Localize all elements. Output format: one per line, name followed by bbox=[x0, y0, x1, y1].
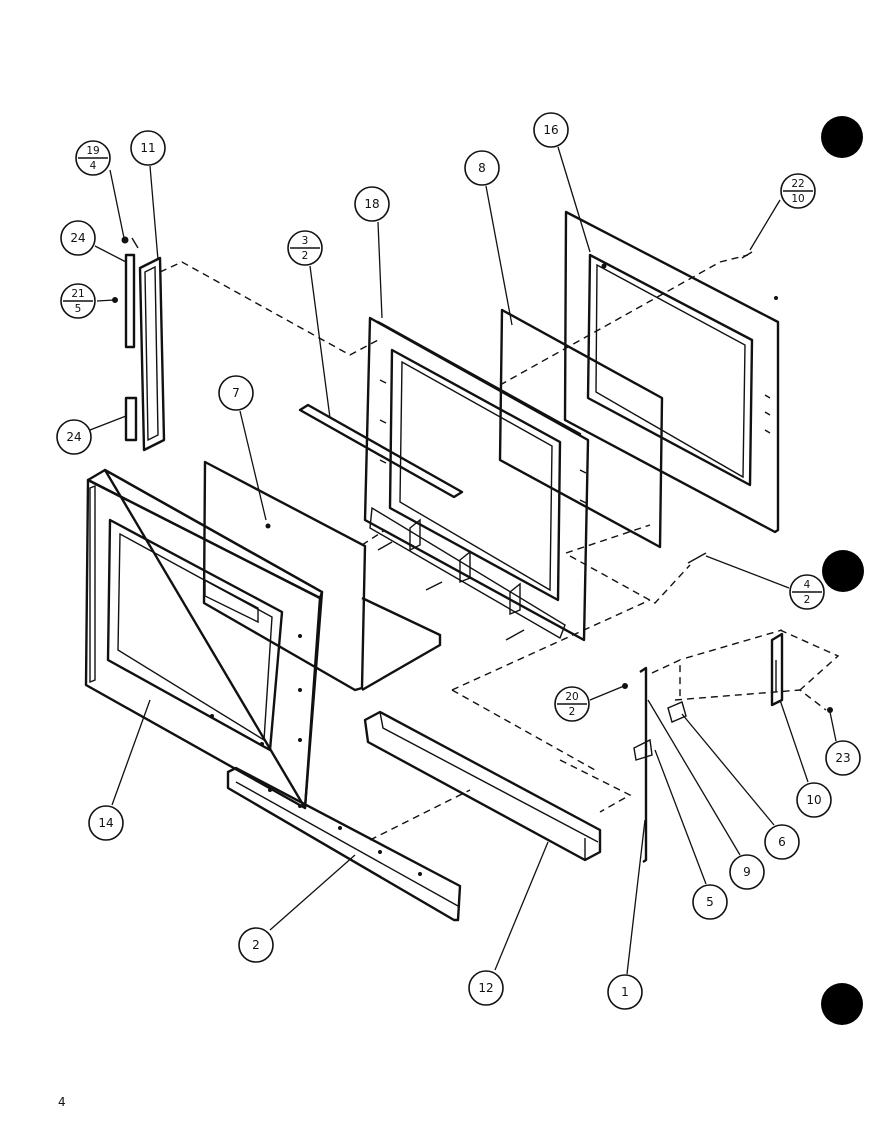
callout-circle bbox=[354, 186, 390, 222]
callout-6: 6 bbox=[764, 824, 800, 860]
fraction-bottom: 2 bbox=[302, 250, 309, 262]
front-door-frame bbox=[84, 468, 324, 810]
callout-18: 18 bbox=[354, 186, 390, 222]
callout-label: 23 bbox=[835, 751, 850, 765]
callout-label: 2 bbox=[252, 938, 260, 952]
callout-24: 24 bbox=[56, 419, 92, 455]
callout-circle bbox=[607, 974, 643, 1010]
callout-label: 1 bbox=[621, 985, 629, 999]
callout-label: 11 bbox=[140, 141, 155, 155]
callout-label: 24 bbox=[70, 231, 85, 245]
callout-1: 1 bbox=[607, 974, 643, 1010]
punch-hole-bottom bbox=[821, 983, 863, 1025]
callout-circle bbox=[464, 150, 500, 186]
callout-circle bbox=[56, 419, 92, 455]
callout-label: 10 bbox=[806, 793, 821, 807]
callout-label: 24 bbox=[66, 430, 81, 444]
callout-circle bbox=[729, 854, 765, 890]
callout-label: 6 bbox=[778, 835, 786, 849]
callout-7: 7 bbox=[218, 375, 254, 411]
callout-circle bbox=[88, 805, 124, 841]
callout-circle bbox=[60, 220, 96, 256]
fraction-bottom: 2 bbox=[804, 594, 811, 606]
callout-circle bbox=[825, 740, 861, 776]
rear-door-panel bbox=[563, 210, 780, 534]
fraction-top: 22 bbox=[791, 178, 804, 190]
fraction-bottom: 10 bbox=[791, 193, 804, 205]
fraction-top: 19 bbox=[86, 145, 99, 157]
callout-5: 5 bbox=[692, 884, 728, 920]
assembly-guide-lines bbox=[159, 254, 840, 841]
callout-label: 16 bbox=[543, 123, 558, 137]
callout-11: 11 bbox=[130, 130, 166, 166]
fraction-top: 3 bbox=[302, 235, 309, 247]
leader-lines bbox=[89, 146, 837, 975]
screws bbox=[377, 251, 753, 641]
hinge-assembly bbox=[112, 236, 166, 452]
callout-14: 14 bbox=[88, 805, 124, 841]
callout-circle bbox=[468, 970, 504, 1006]
callout-circle bbox=[692, 884, 728, 920]
callout-label: 7 bbox=[232, 386, 240, 400]
latch-mechanism bbox=[622, 632, 833, 863]
callout-circle bbox=[238, 927, 274, 963]
callout-label: 9 bbox=[743, 865, 751, 879]
fraction-callout-4-2: 42 bbox=[789, 574, 825, 610]
punch-hole-middle bbox=[822, 550, 864, 592]
fraction-callout-20-2: 202 bbox=[554, 686, 590, 722]
fraction-callout-19-4: 194 bbox=[75, 140, 111, 176]
punch-hole-top bbox=[821, 116, 863, 158]
callout-circle bbox=[130, 130, 166, 166]
fraction-bottom: 2 bbox=[569, 706, 576, 718]
callout-circle bbox=[796, 782, 832, 818]
door-handle bbox=[363, 710, 602, 862]
fraction-top: 21 bbox=[71, 288, 84, 300]
inner-door-frame bbox=[363, 316, 590, 642]
door-insulation-panel bbox=[202, 460, 442, 692]
door-trim-strip bbox=[226, 766, 462, 922]
callout-label: 8 bbox=[478, 161, 486, 175]
page-number: 4 bbox=[58, 1095, 66, 1109]
callout-circle bbox=[533, 112, 569, 148]
callout-12: 12 bbox=[468, 970, 504, 1006]
callout-label: 12 bbox=[478, 981, 493, 995]
door-strip bbox=[298, 403, 464, 499]
callout-23: 23 bbox=[825, 740, 861, 776]
callout-circle bbox=[218, 375, 254, 411]
callout-16: 16 bbox=[533, 112, 569, 148]
callout-9: 9 bbox=[729, 854, 765, 890]
callout-10: 10 bbox=[796, 782, 832, 818]
fraction-bottom: 4 bbox=[90, 160, 97, 172]
callout-8: 8 bbox=[464, 150, 500, 186]
callout-circle bbox=[764, 824, 800, 860]
callout-24: 24 bbox=[60, 220, 96, 256]
fraction-top: 20 bbox=[565, 691, 578, 703]
fraction-callout-3-2: 32 bbox=[287, 230, 323, 266]
fraction-callout-21-5: 215 bbox=[60, 283, 96, 319]
callout-label: 18 bbox=[364, 197, 379, 211]
callout-label: 14 bbox=[98, 816, 113, 830]
fraction-top: 4 bbox=[804, 579, 811, 591]
callout-label: 5 bbox=[706, 895, 714, 909]
fraction-bottom: 5 bbox=[75, 303, 82, 315]
callout-2: 2 bbox=[238, 927, 274, 963]
